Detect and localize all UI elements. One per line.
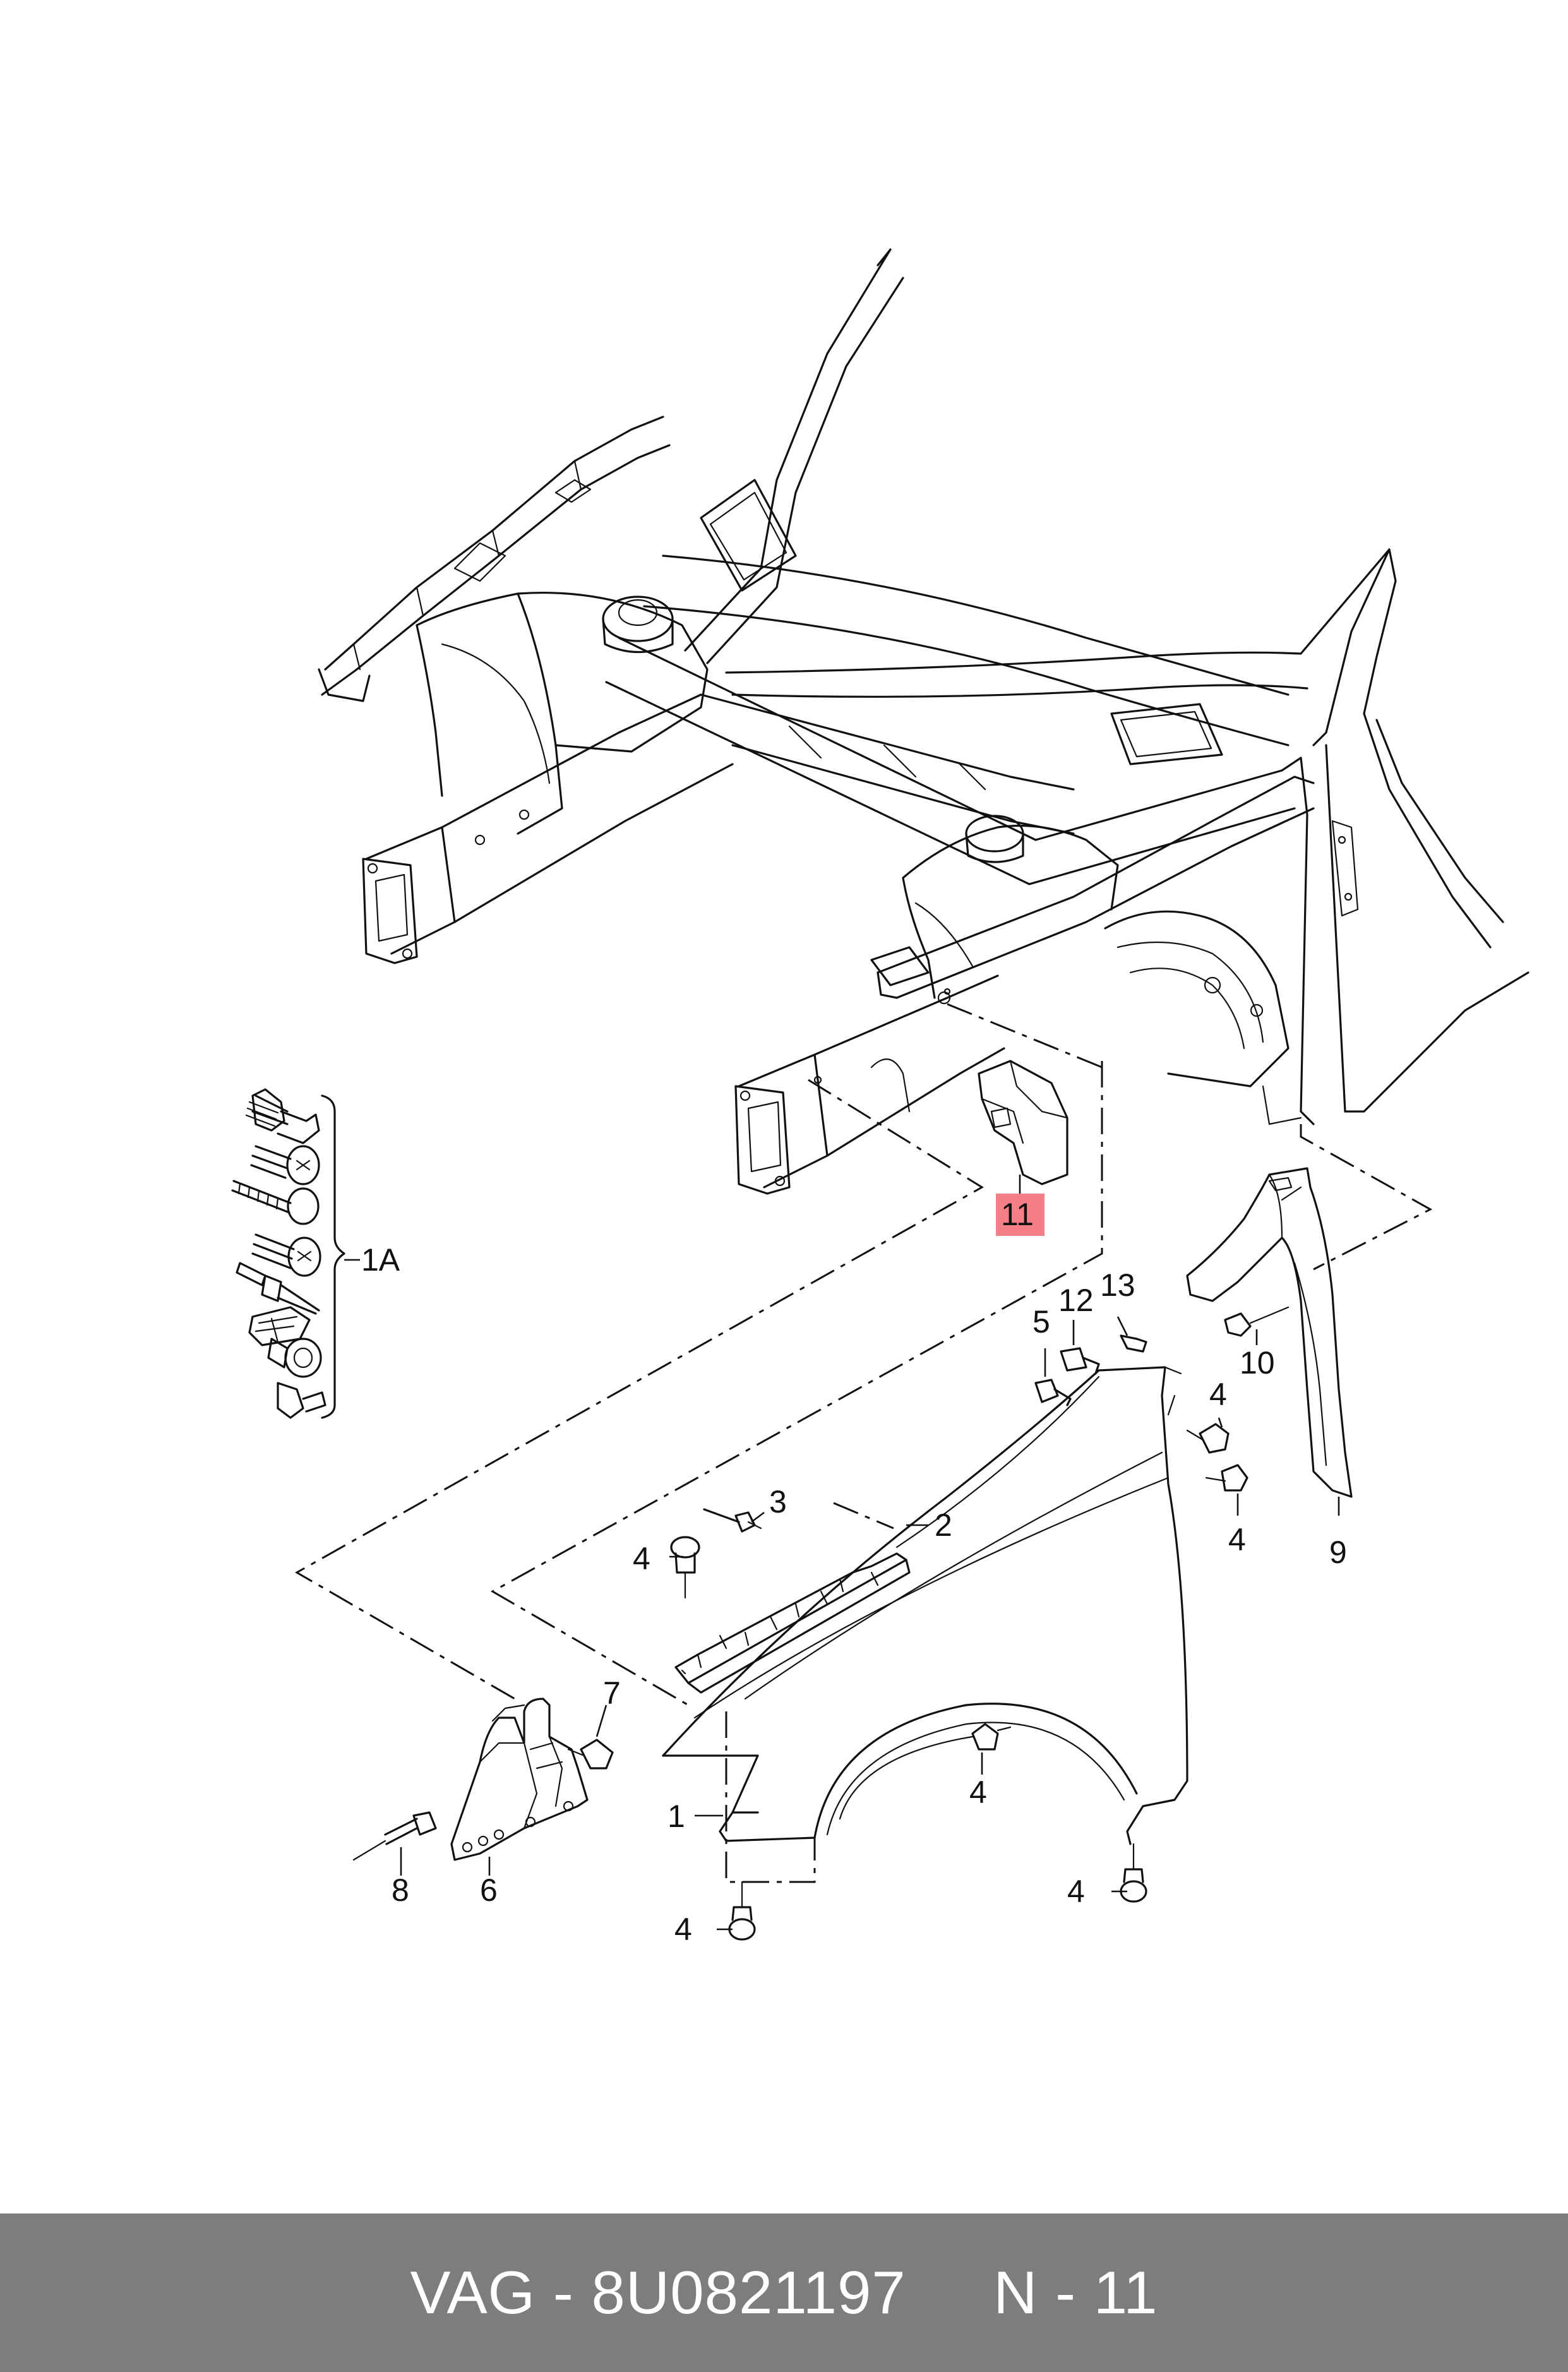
- exploded-parts-diagram: 1A 11 12 13 5 10 4 4 9 3 2 4 7 4 1 8 6 4…: [231, 248, 1529, 1947]
- callout-4-upper-right: 4: [1209, 1377, 1227, 1412]
- callout-8: 8: [392, 1872, 409, 1908]
- footer-separator: -: [536, 2258, 592, 2327]
- callout-12: 12: [1058, 1283, 1094, 1318]
- leader-lines: [344, 1259, 1340, 1931]
- assembly-dash-lines: [294, 1003, 1433, 1883]
- callout-2: 2: [935, 1507, 952, 1543]
- part-9-reinforcement: [1186, 1167, 1353, 1498]
- footer-part-number: 8U0821197: [591, 2258, 906, 2327]
- fasteners-individual: [352, 1306, 1290, 1941]
- callout-1A: 1A: [361, 1242, 400, 1278]
- callout-4-right: 4: [1228, 1522, 1246, 1557]
- callout-4-bracket: 4: [633, 1541, 650, 1576]
- callout-7: 7: [603, 1675, 621, 1711]
- callout-10: 10: [1240, 1345, 1275, 1381]
- callout-3: 3: [769, 1484, 787, 1519]
- part-1A-fastener-set: [231, 1088, 345, 1419]
- callout-1: 1: [667, 1799, 685, 1834]
- part-11-bracket: [978, 1060, 1068, 1197]
- callout-4-arch: 4: [969, 1775, 987, 1810]
- callout-11: 11: [1001, 1197, 1034, 1232]
- part-1-fender: [662, 1366, 1188, 1845]
- footer-gap: [906, 2259, 993, 2327]
- callout-labels: 1A 11 12 13 5 10 4 4 9 3 2 4 7 4 1 8 6 4…: [361, 1197, 1347, 1947]
- callout-4-bottom-right: 4: [1067, 1874, 1085, 1909]
- footer-label: VAG - 8U0821197 N - 11: [410, 2258, 1158, 2328]
- part-number-footer: VAG - 8U0821197 N - 11: [0, 2213, 1568, 2372]
- part-2-fender-bracket: [674, 1552, 911, 1694]
- footer-ref: N - 11: [993, 2258, 1158, 2327]
- body-shell-front-structure: [318, 248, 1529, 1195]
- callout-6: 6: [480, 1872, 498, 1908]
- callout-5: 5: [1032, 1304, 1050, 1339]
- callout-4-bottom-left: 4: [674, 1912, 692, 1947]
- part-11-highlight-box: [996, 1194, 1044, 1236]
- footer-brand: VAG: [410, 2258, 536, 2327]
- part-6-front-bracket: [450, 1698, 589, 1861]
- callout-9: 9: [1329, 1535, 1347, 1570]
- callout-13: 13: [1100, 1267, 1135, 1303]
